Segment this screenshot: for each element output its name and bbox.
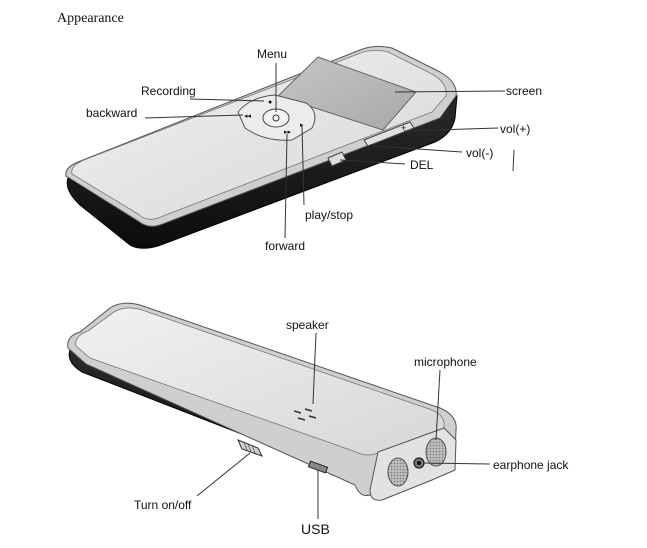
power-switch bbox=[237, 439, 263, 457]
play-stop-icon: ▸ bbox=[300, 122, 304, 129]
speaker-slot bbox=[304, 408, 313, 412]
label-vol-minus: vol(-) bbox=[466, 146, 494, 160]
usb-port bbox=[307, 460, 329, 474]
right-mic-grille bbox=[425, 437, 447, 467]
label-forward: forward bbox=[265, 239, 306, 253]
speaker-slot bbox=[297, 417, 306, 421]
page-title: Appearance bbox=[57, 11, 124, 26]
back-leader-lines bbox=[196, 332, 491, 519]
vol-minus-icon: − bbox=[369, 140, 374, 150]
power-switch-ridges bbox=[243, 441, 256, 454]
speaker-slots bbox=[293, 408, 317, 421]
label-screen: screen bbox=[506, 84, 543, 98]
left-mic-grille bbox=[387, 457, 409, 487]
label-del: DEL bbox=[410, 158, 434, 172]
record-dot-icon: ● bbox=[268, 99, 272, 106]
microphone-leader bbox=[435, 369, 441, 441]
earphone-jack-leader bbox=[422, 462, 491, 465]
label-play-stop: play/stop bbox=[305, 208, 354, 222]
label-menu: Menu bbox=[257, 47, 288, 61]
label-earphone-jack: earphone jack bbox=[493, 458, 569, 472]
volume-rocker bbox=[363, 121, 415, 147]
label-microphone: microphone bbox=[414, 355, 477, 369]
recording-leader bbox=[189, 98, 265, 102]
label-turn-on-off: Turn on/off bbox=[134, 498, 192, 512]
backward-leader bbox=[144, 114, 244, 119]
play-stop-leader bbox=[301, 125, 305, 206]
label-speaker: speaker bbox=[286, 318, 329, 332]
front-leader-lines bbox=[144, 63, 515, 239]
menu-button-center bbox=[272, 114, 280, 122]
back-device-top bbox=[75, 307, 445, 456]
screen-leader bbox=[394, 90, 506, 93]
front-device: ● ◂◂ ▸▸ ▸ + − bbox=[65, 45, 458, 249]
label-backward: backward bbox=[86, 106, 138, 120]
label-usb: USB bbox=[301, 521, 330, 537]
earphone-jack-hole bbox=[417, 461, 421, 465]
stray-mark bbox=[512, 149, 515, 172]
forward-leader bbox=[284, 133, 288, 239]
vol-plus-leader bbox=[403, 127, 499, 132]
turn-on-off-leader bbox=[196, 452, 251, 497]
speaker-slot bbox=[293, 410, 302, 414]
speaker-leader bbox=[312, 332, 317, 405]
vol-minus-leader bbox=[373, 145, 463, 153]
forward-icon: ▸▸ bbox=[284, 129, 292, 136]
label-recording: Recording bbox=[141, 84, 196, 98]
speaker-slot bbox=[308, 415, 317, 419]
backward-icon: ◂◂ bbox=[244, 113, 252, 120]
del-leader bbox=[339, 159, 406, 165]
front-screen bbox=[277, 56, 417, 131]
back-device bbox=[67, 302, 457, 501]
vol-plus-icon: + bbox=[401, 123, 406, 133]
label-vol-plus: vol(+) bbox=[500, 122, 531, 136]
